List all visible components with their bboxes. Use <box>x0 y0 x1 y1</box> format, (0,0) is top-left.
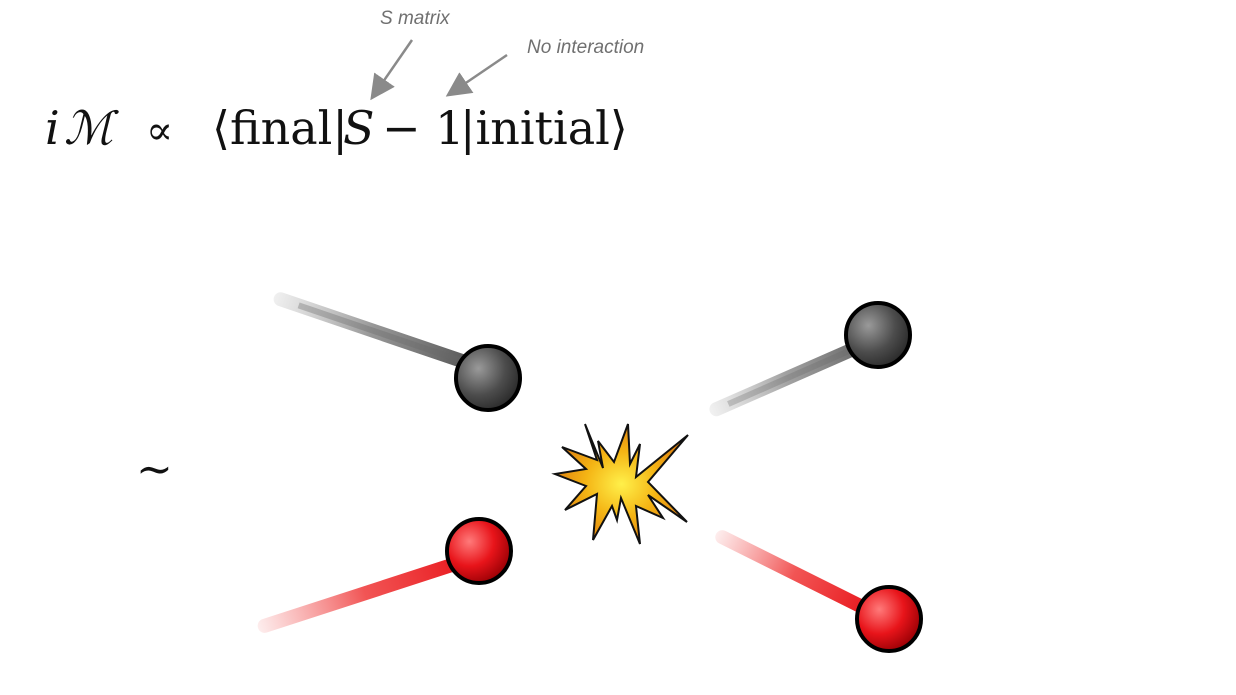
incoming-gray-trail <box>273 292 474 370</box>
incoming-gray-particle <box>454 344 522 412</box>
s-matrix-arrow <box>370 39 414 101</box>
equation-bra: ⟨final| <box>212 101 348 155</box>
outgoing-red-particle <box>855 585 923 653</box>
no-interaction-annotation: No interaction <box>527 37 644 58</box>
equation-propto: ∝ <box>146 108 173 154</box>
incoming-red-trail <box>257 553 473 633</box>
collision-burst-icon <box>551 423 689 545</box>
equation-minus-one: − 1 <box>382 101 464 155</box>
equation-S: S <box>343 101 375 155</box>
equation-M: ℳ <box>64 101 119 155</box>
no-interaction-arrow <box>445 53 508 97</box>
outgoing-red-trail <box>715 530 874 616</box>
equation-ket: |initial⟩ <box>460 101 628 155</box>
incoming-red-particle <box>445 517 513 585</box>
s-matrix-annotation: S matrix <box>380 8 451 29</box>
amplitude-equation: i ℳ ∝ ⟨final| S − 1 |initial⟩ <box>45 101 628 155</box>
equation-i: i <box>45 101 60 155</box>
outgoing-gray-particle <box>844 301 912 369</box>
outgoing-gray-trail <box>709 339 867 417</box>
tilde-symbol: ∼ <box>136 444 173 495</box>
